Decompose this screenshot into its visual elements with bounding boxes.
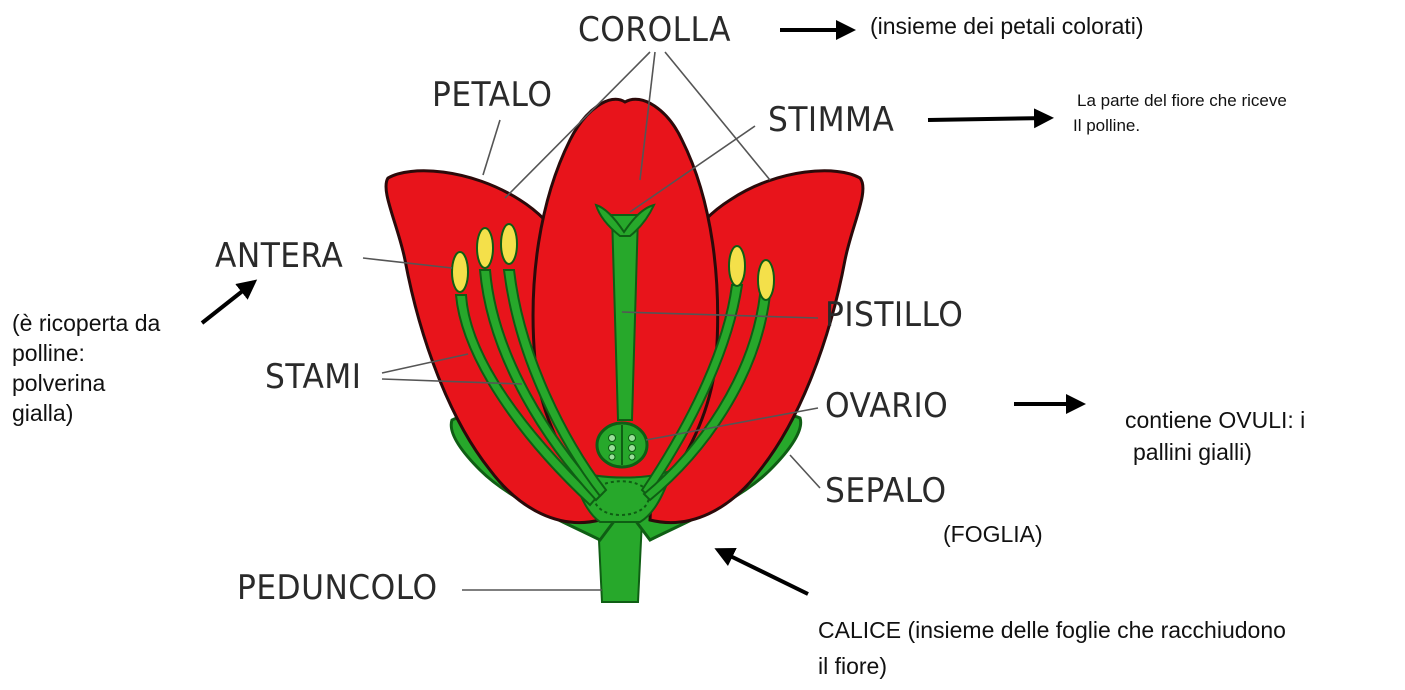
note-calice-line2: il fiore) [818,653,888,679]
label-antera: ANTERA [215,236,344,276]
note-ovario-line1: contiene OVULI: i [1125,407,1306,433]
note-sepalo: (FOGLIA) [943,521,1043,547]
note-stimma-line1: La parte del fiore che riceve [1077,91,1287,110]
note-calice: CALICE (insieme delle foglie che racchiu… [818,612,1286,684]
label-corolla: COROLLA [578,10,732,50]
leader-lines [362,51,821,591]
note-ovario-line2: pallini gialli) [1133,439,1252,465]
arrow-stimma [927,108,1054,129]
note-stimma-line2: Il polline. [1073,116,1141,135]
note-antera: (è ricoperta da polline: polverina giall… [12,308,160,428]
note-antera-line2: polline: [12,340,85,366]
stami [454,269,772,507]
arrow-calice [714,548,809,596]
label-peduncolo: PEDUNCOLO [237,568,438,608]
label-stami: STAMI [265,357,362,397]
label-stimma: STIMMA [768,100,895,140]
note-antera-line4: gialla) [12,400,74,426]
note-calice-line1: CALICE (insieme delle foglie che racchiu… [818,617,1286,643]
arrow-antera [200,279,258,325]
note-stimma: La parte del fiore che riceve Il polline… [1073,88,1287,138]
label-pistillo: PISTILLO [825,295,964,335]
stimma [594,203,656,237]
label-sepalo: SEPALO [825,471,947,511]
label-ovario: OVARIO [825,386,949,426]
note-ovario: contiene OVULI: i pallini gialli) [1125,404,1305,468]
pistillo [610,214,640,421]
note-antera-line1: (è ricoperta da [12,310,161,336]
antera [451,223,775,301]
note-antera-line3: polverina [12,370,106,396]
label-petalo: PETALO [432,75,553,115]
annotation-arrows [200,20,1086,596]
ovuli [608,434,636,461]
note-corolla: (insieme dei petali colorati) [870,13,1144,39]
